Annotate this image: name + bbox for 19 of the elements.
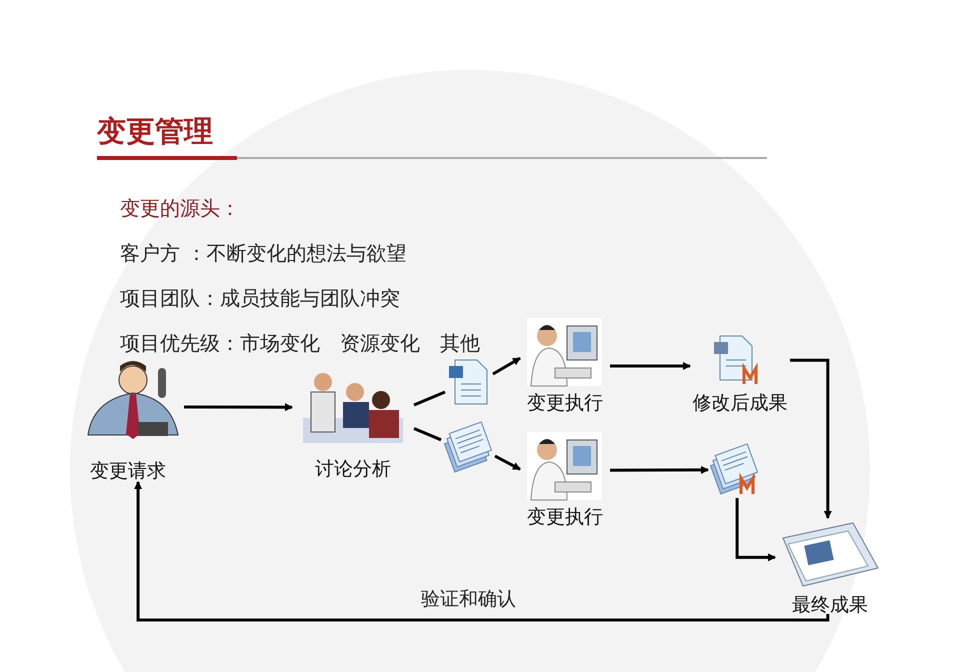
text-line: 变更的源头： <box>120 195 240 222</box>
arrow <box>610 362 691 370</box>
title: 变更管理 <box>97 113 213 150</box>
node-label: 最终成果 <box>791 593 869 618</box>
arrow <box>790 358 832 519</box>
node-label: 讨论分析 <box>314 457 392 482</box>
text-line: 客户方 ：不断变化的想法与欲望 <box>120 240 406 267</box>
node-label: 变更请求 <box>89 459 167 484</box>
node-label: 变更执行 <box>526 391 604 416</box>
node-label: 变更执行 <box>526 505 604 530</box>
text-line: 项目优先级：市场变化 资源变化 其他 <box>120 330 480 357</box>
arrow <box>184 403 293 412</box>
text-line: 项目团队：成员技能与团队冲突 <box>120 285 400 312</box>
node-label: 修改后成果 <box>692 391 788 416</box>
arrow <box>736 498 776 562</box>
arrow <box>494 454 521 471</box>
arrow <box>492 356 521 376</box>
arrow <box>610 466 709 474</box>
arrow <box>134 481 830 622</box>
